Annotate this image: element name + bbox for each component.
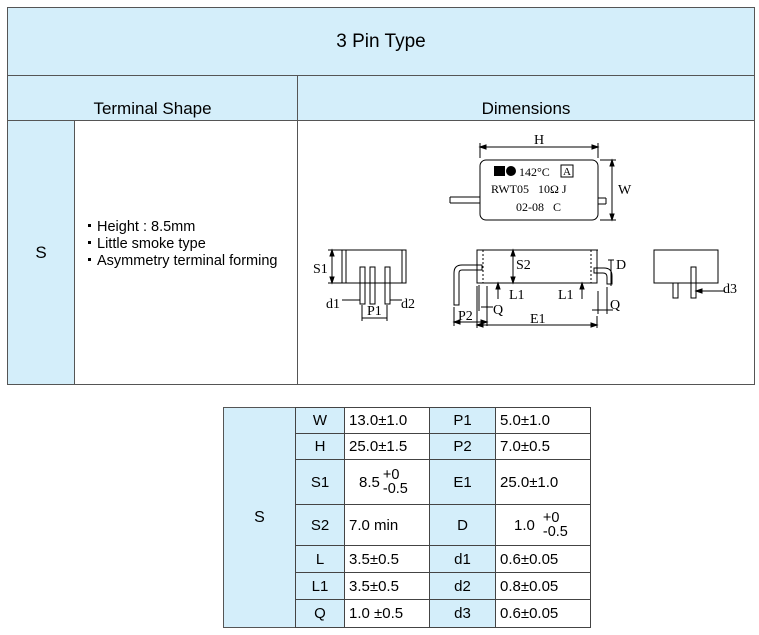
dimension-diagram: H W 142°C A RWT05 10Ω J 02-08 C	[313, 133, 737, 328]
left-side-view-drawing: S1 d1 d2 P1	[313, 248, 415, 321]
label-E1: E1	[530, 312, 546, 327]
spec-label-d2: d2	[429, 572, 496, 600]
spec-value-d2: 0.8±0.05	[495, 572, 591, 600]
right-side-view-drawing: d3	[653, 249, 737, 299]
spec-value-d1: 0.6±0.05	[495, 545, 591, 573]
marking-temp: 142°C	[519, 165, 550, 179]
spec-label-E1: E1	[429, 459, 496, 505]
resistor-top-body	[479, 159, 599, 221]
spec-label-P1: P1	[429, 407, 496, 434]
spec-value-D-upper: +0	[542, 510, 560, 526]
label-S1: S1	[313, 262, 328, 277]
spec-value-S1-lower: -0.5	[382, 481, 408, 497]
label-H: H	[534, 133, 544, 148]
spec-value-D-lower: -0.5	[542, 524, 568, 540]
spec-label-W: W	[295, 407, 345, 434]
spec-label-D: D	[429, 504, 496, 546]
spec-value-L: 3.5±0.5	[344, 545, 430, 573]
spec-label-L: L	[295, 545, 345, 573]
feature-item-smoke: Little smoke type	[87, 236, 277, 253]
spec-value-d3: 0.6±0.05	[495, 599, 591, 628]
spec-value-Q: 1.0 ±0.5	[344, 599, 430, 628]
label-D: D	[616, 258, 626, 273]
feature-item-forming: Asymmetry terminal forming	[87, 253, 277, 270]
spec-label-d3: d3	[429, 599, 496, 628]
label-d1: d1	[326, 297, 340, 312]
label-Q-left: Q	[493, 303, 503, 318]
dimensions-header: Dimensions	[297, 75, 755, 121]
spec-table-type-code: S	[223, 407, 296, 628]
spec-label-L1: L1	[295, 572, 345, 600]
label-P1: P1	[367, 304, 382, 319]
marking-date: 02-08 C	[516, 200, 561, 214]
spec-label-d1: d1	[429, 545, 496, 573]
spec-value-D-tolerance: +0 -0.5	[542, 510, 568, 540]
page-title: 3 Pin Type	[7, 7, 755, 76]
spec-value-H: 25.0±1.5	[344, 433, 430, 460]
spec-value-P2: 7.0±0.5	[495, 433, 591, 460]
row-type-code: S	[7, 120, 75, 385]
spec-label-P2: P2	[429, 433, 496, 460]
label-Q-right: Q	[610, 298, 620, 313]
label-d3: d3	[723, 282, 737, 297]
label-d2: d2	[401, 297, 415, 312]
spec-value-S1-base: 8.5	[359, 473, 380, 491]
feature-item-height: Height : 8.5mm	[87, 219, 277, 236]
front-view-drawing: S2 L1 L1 D Q P2 Q	[452, 248, 626, 328]
spec-value-D-base: 1.0	[514, 516, 535, 534]
spec-label-S1: S1	[295, 459, 345, 505]
feature-list: Height : 8.5mm Little smoke type Asymmet…	[87, 219, 277, 270]
spec-value-S1-tolerance: +0 -0.5	[382, 467, 408, 497]
spec-value-S1-upper: +0	[382, 467, 400, 483]
spec-value-L1: 3.5±0.5	[344, 572, 430, 600]
marking-class-box: A	[563, 166, 571, 178]
ul-logo-icon	[494, 166, 516, 176]
label-W: W	[618, 183, 632, 198]
spec-label-Q: Q	[295, 599, 345, 628]
spec-value-S2: 7.0 min	[344, 504, 430, 546]
marking-model: RWT05 10Ω J	[491, 182, 567, 196]
label-L1-left: L1	[509, 288, 525, 303]
terminal-features-cell: Height : 8.5mm Little smoke type Asymmet…	[74, 120, 298, 385]
spec-value-P1: 5.0±1.0	[495, 407, 591, 434]
spec-value-W: 13.0±1.0	[344, 407, 430, 434]
spec-value-D: 1.0 +0 -0.5	[495, 504, 591, 546]
dimension-diagram-cell: H W 142°C A RWT05 10Ω J 02-08 C	[297, 120, 755, 385]
terminal-shape-header: Terminal Shape	[7, 75, 298, 121]
spec-value-E1: 25.0±1.0	[495, 459, 591, 505]
label-L1-right: L1	[558, 288, 574, 303]
spec-label-S2: S2	[295, 504, 345, 546]
label-P2: P2	[458, 309, 473, 324]
spec-value-S1: 8.5 +0 -0.5	[344, 459, 430, 505]
label-S2: S2	[516, 258, 531, 273]
spec-label-H: H	[295, 433, 345, 460]
top-view-drawing: H W 142°C A RWT05 10Ω J 02-08 C	[449, 133, 632, 222]
